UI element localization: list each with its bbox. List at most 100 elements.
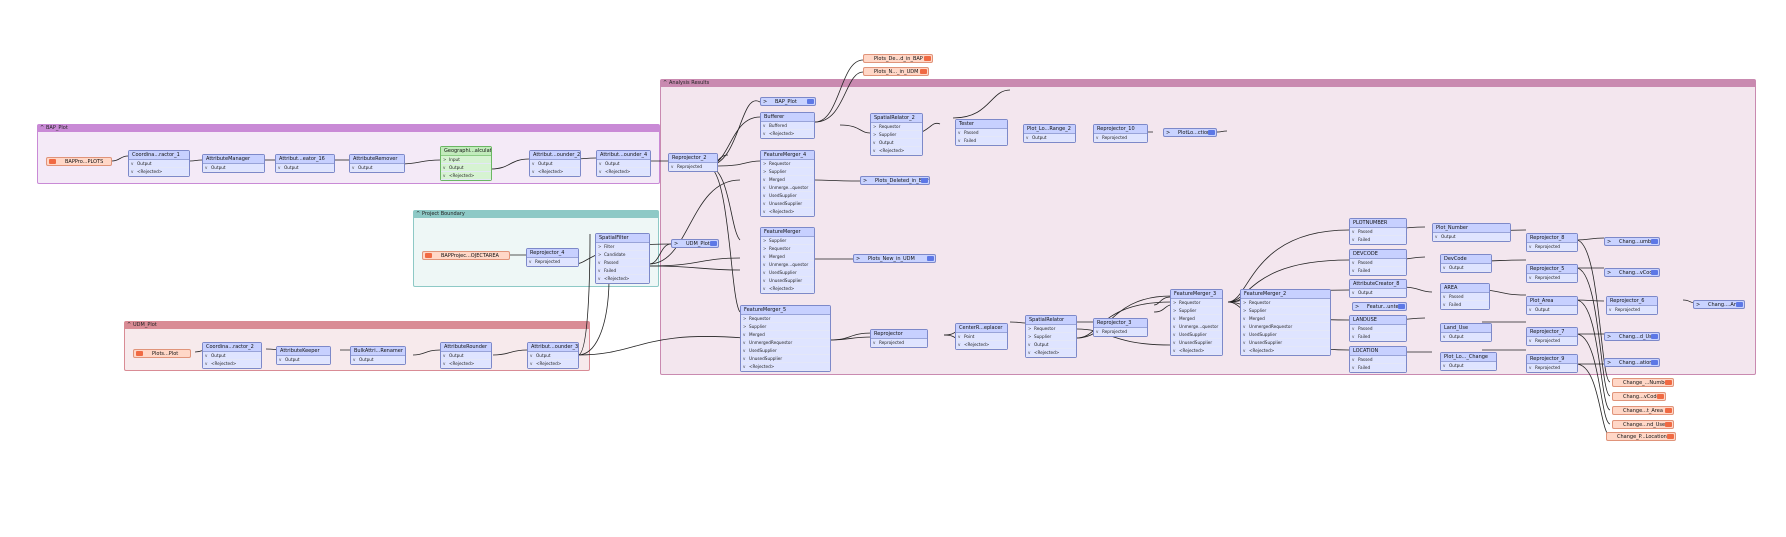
bufferer[interactable]: Bufferer Buffered <Rejected> [760,112,815,139]
reader-bap-plots[interactable]: BAPPro...PLOTS [46,157,112,166]
port[interactable]: Requestor [761,160,814,168]
centerline-replacer[interactable]: CenterR...eplacer Point <Rejected> [955,323,1008,350]
port[interactable]: <Rejected> [1026,349,1076,357]
port[interactable]: Failed [956,137,1007,145]
port[interactable]: Output [871,139,922,147]
port[interactable]: Output [530,160,580,168]
reprojector-6[interactable]: Reprojector_6 Reprojected [1606,296,1658,315]
port[interactable]: Supplier [1171,307,1222,315]
output-change-area[interactable]: Change...t_Area [1612,406,1674,415]
spatial-relator-2[interactable]: SpatialRelator_2 Requestor Supplier Outp… [870,113,923,156]
port[interactable]: <Rejected> [129,168,189,176]
reader-udm-plots[interactable]: Plots...Plot [133,349,191,358]
port[interactable]: <Rejected> [596,275,649,283]
port[interactable]: Passed [1350,325,1406,333]
port[interactable]: Passed [1441,293,1489,301]
port[interactable]: Supplier [1241,307,1330,315]
port[interactable]: UnmergedRequestor [741,339,830,347]
attribute-rounder-4[interactable]: Attribut...ounder_4 Output <Rejected> [596,150,651,177]
port[interactable]: UsedSupplier [1241,331,1330,339]
port[interactable]: Passed [596,259,649,267]
port[interactable]: Merged [1241,315,1330,323]
port[interactable]: Reprojected [871,339,927,347]
writer-change-location[interactable]: Chang...ation [1604,358,1660,368]
plot-area[interactable]: Plot_Area Output [1526,296,1578,315]
port[interactable]: Requestor [1241,299,1330,307]
feature-merger[interactable]: FeatureMerger Supplier Requestor Merged … [760,227,815,294]
port[interactable]: <Rejected> [956,341,1007,349]
port[interactable]: Output [1441,362,1496,370]
attribute-rounder-3[interactable]: Attribut...ounder_3 Output <Rejected> [527,342,579,369]
test-landuse[interactable]: LANDUSE Passed Failed [1349,315,1407,342]
reprojector-4[interactable]: Reprojector_4 Reprojected [526,248,579,267]
port[interactable]: <Rejected> [441,172,491,180]
port[interactable]: Failed [1441,301,1489,309]
port[interactable]: UsedSupplier [1171,331,1222,339]
port[interactable]: Output [129,160,189,168]
port[interactable]: Output [528,352,578,360]
attribute-rounder-2[interactable]: Attribut...ounder_2 Output <Rejected> [529,150,581,177]
port[interactable]: Reprojected [1607,306,1657,314]
port[interactable]: Unmerge...questor [1171,323,1222,331]
port[interactable]: Passed [1350,228,1406,236]
port[interactable]: Reprojected [1527,364,1577,372]
test-devcode[interactable]: DEVCODE Passed Failed [1349,249,1407,276]
port[interactable]: UnmergedRequestor [1241,323,1330,331]
writer-feature-counter[interactable]: Featur...unter [1352,302,1407,312]
port[interactable]: Reprojected [527,258,578,266]
spatial-relator[interactable]: SpatialRelator Requestor Supplier Output… [1025,315,1077,358]
port[interactable]: Requestor [761,245,814,253]
port[interactable]: Input [441,156,491,164]
writer-plots-new[interactable]: Plots_New_in_UDM [853,254,936,264]
bulk-attribute-renamer[interactable]: BulkAttri...Renamer Output [350,346,406,365]
port[interactable]: Buffered [761,122,814,130]
geographic-calculator[interactable]: Geographi...alculator Input Output <Reje… [440,146,492,181]
port[interactable]: Output [441,352,491,360]
land-use[interactable]: Land_Use Output [1440,323,1492,342]
port[interactable]: Merged [741,331,830,339]
reprojector-9[interactable]: Reprojector_9 Reprojected [1526,354,1578,373]
port[interactable]: Passed [956,129,1007,137]
feature-merger-5[interactable]: FeatureMerger_5 Requestor Supplier Merge… [740,305,831,372]
reprojector-5[interactable]: Reprojector_5 Reprojected [1526,264,1578,283]
feature-merger-4[interactable]: FeatureMerger_4 Requestor Supplier Merge… [760,150,815,217]
port[interactable]: Requestor [741,315,830,323]
port[interactable]: UnusedSupplier [761,277,814,285]
port[interactable]: Merged [761,176,814,184]
port[interactable]: <Rejected> [761,208,814,216]
port[interactable]: Unmerge...questor [761,184,814,192]
port[interactable]: Point [956,333,1007,341]
port[interactable]: Output [350,164,404,172]
port[interactable]: Requestor [871,123,922,131]
port[interactable]: Reprojected [1527,274,1577,282]
attribute-creator-8[interactable]: AttributeCreator_8 Output [1349,279,1407,298]
port[interactable]: Requestor [1026,325,1076,333]
port[interactable]: Failed [1350,333,1406,341]
port[interactable]: Unmerge...questor [761,261,814,269]
port[interactable]: Supplier [1026,333,1076,341]
port[interactable]: Output [597,160,650,168]
port[interactable]: Candidate [596,251,649,259]
writer-change-number[interactable]: Chang...umber [1604,237,1660,247]
attribute-remover[interactable]: AttributeRemover Output [349,154,405,173]
port[interactable]: <Rejected> [761,285,814,293]
port[interactable]: <Rejected> [761,130,814,138]
port[interactable]: <Rejected> [1241,347,1330,355]
port[interactable]: UnusedSupplier [1171,339,1222,347]
attribute-rounder[interactable]: AttributeRounder Output <Rejected> [440,342,492,369]
output-plots-deleted[interactable]: Plots_De...d_in_BAP [863,54,933,63]
port[interactable]: Output [441,164,491,172]
plot-location-change[interactable]: Plot_Lo..._Change Output [1440,352,1497,371]
output-change-code[interactable]: Chang...vCode [1612,392,1666,401]
port[interactable]: Reprojected [1527,243,1577,251]
test-location[interactable]: LOCATION Passed Failed [1349,346,1407,373]
reprojector-2[interactable]: Reprojector_2 Reprojected [668,153,718,172]
attribute-manager[interactable]: AttributeManager Output [202,154,265,173]
writer-change-use[interactable]: Chang...d_Use [1604,332,1660,342]
port[interactable]: Output [203,164,264,172]
reprojector-8[interactable]: Reprojector_8 Reprojected [1526,233,1578,252]
port[interactable]: Reprojected [1094,328,1147,336]
port[interactable]: Supplier [741,323,830,331]
port[interactable]: Filter [596,243,649,251]
port[interactable]: Output [1527,306,1577,314]
